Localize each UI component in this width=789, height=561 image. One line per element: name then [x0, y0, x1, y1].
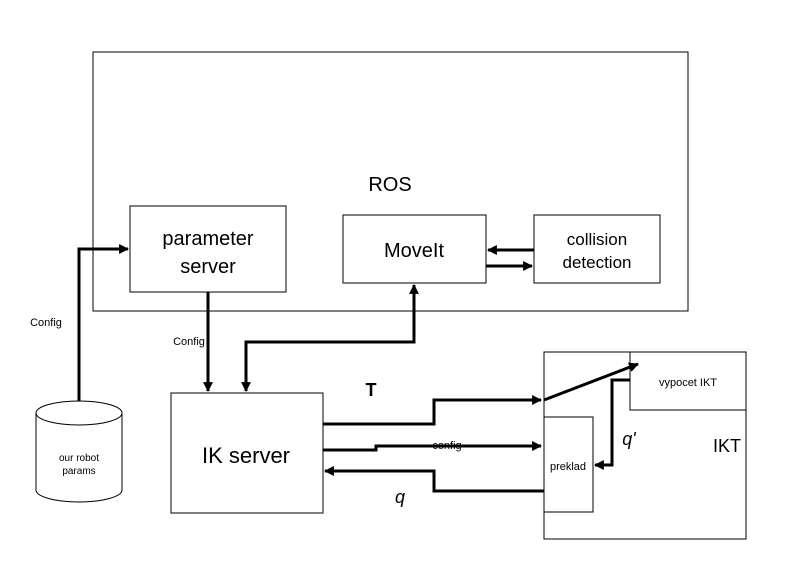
edge-label-config-db: Config [30, 317, 62, 329]
vypocet-ikt-node: vypocet IKT [629, 351, 747, 411]
robot-params-label-line2: params [62, 466, 95, 477]
edge-parameter-server-to-ik-server: Config [173, 292, 213, 392]
edge-moveit-ik-server-bidirectional [241, 284, 419, 392]
robot-params-database: our robot params [35, 400, 123, 503]
edge-label-config-param: Config [173, 336, 205, 348]
edge-db-to-parameter-server: Config [30, 244, 129, 401]
parameter-server-node: parameter server [129, 205, 287, 293]
collision-detection-node: collision detection [533, 214, 661, 284]
edge-ik-server-to-ikt-transform: T [323, 380, 542, 426]
collision-detection-label-line1: collision [567, 230, 627, 249]
edge-label-joints-prime: q' [622, 429, 636, 449]
parameter-server-label-line1: parameter [162, 228, 253, 250]
edge-label-config: config [432, 440, 461, 452]
edge-preklad-to-ik-server-joints: q [324, 466, 544, 507]
ik-server-label: IK server [202, 443, 290, 468]
edge-ik-server-to-preklad-config: config [323, 440, 542, 452]
moveit-node: MoveIt [342, 214, 487, 284]
edge-ikt-to-vypocet [543, 362, 639, 402]
ikt-label: IKT [713, 436, 741, 456]
robot-params-label-line1: our robot [59, 453, 99, 464]
edge-label-transform: T [366, 380, 377, 400]
preklad-label: preklad [550, 461, 586, 473]
edge-vypocet-to-preklad-joints: q' [594, 378, 636, 470]
moveit-label: MoveIt [384, 240, 444, 262]
collision-detection-label-line2: detection [563, 253, 632, 272]
ros-label: ROS [368, 174, 411, 196]
edge-label-joints: q [395, 487, 405, 507]
vypocet-ikt-label: vypocet IKT [659, 377, 717, 389]
ik-server-node: IK server [170, 392, 324, 514]
preklad-node: preklad [543, 416, 594, 513]
parameter-server-label-line2: server [180, 256, 236, 278]
